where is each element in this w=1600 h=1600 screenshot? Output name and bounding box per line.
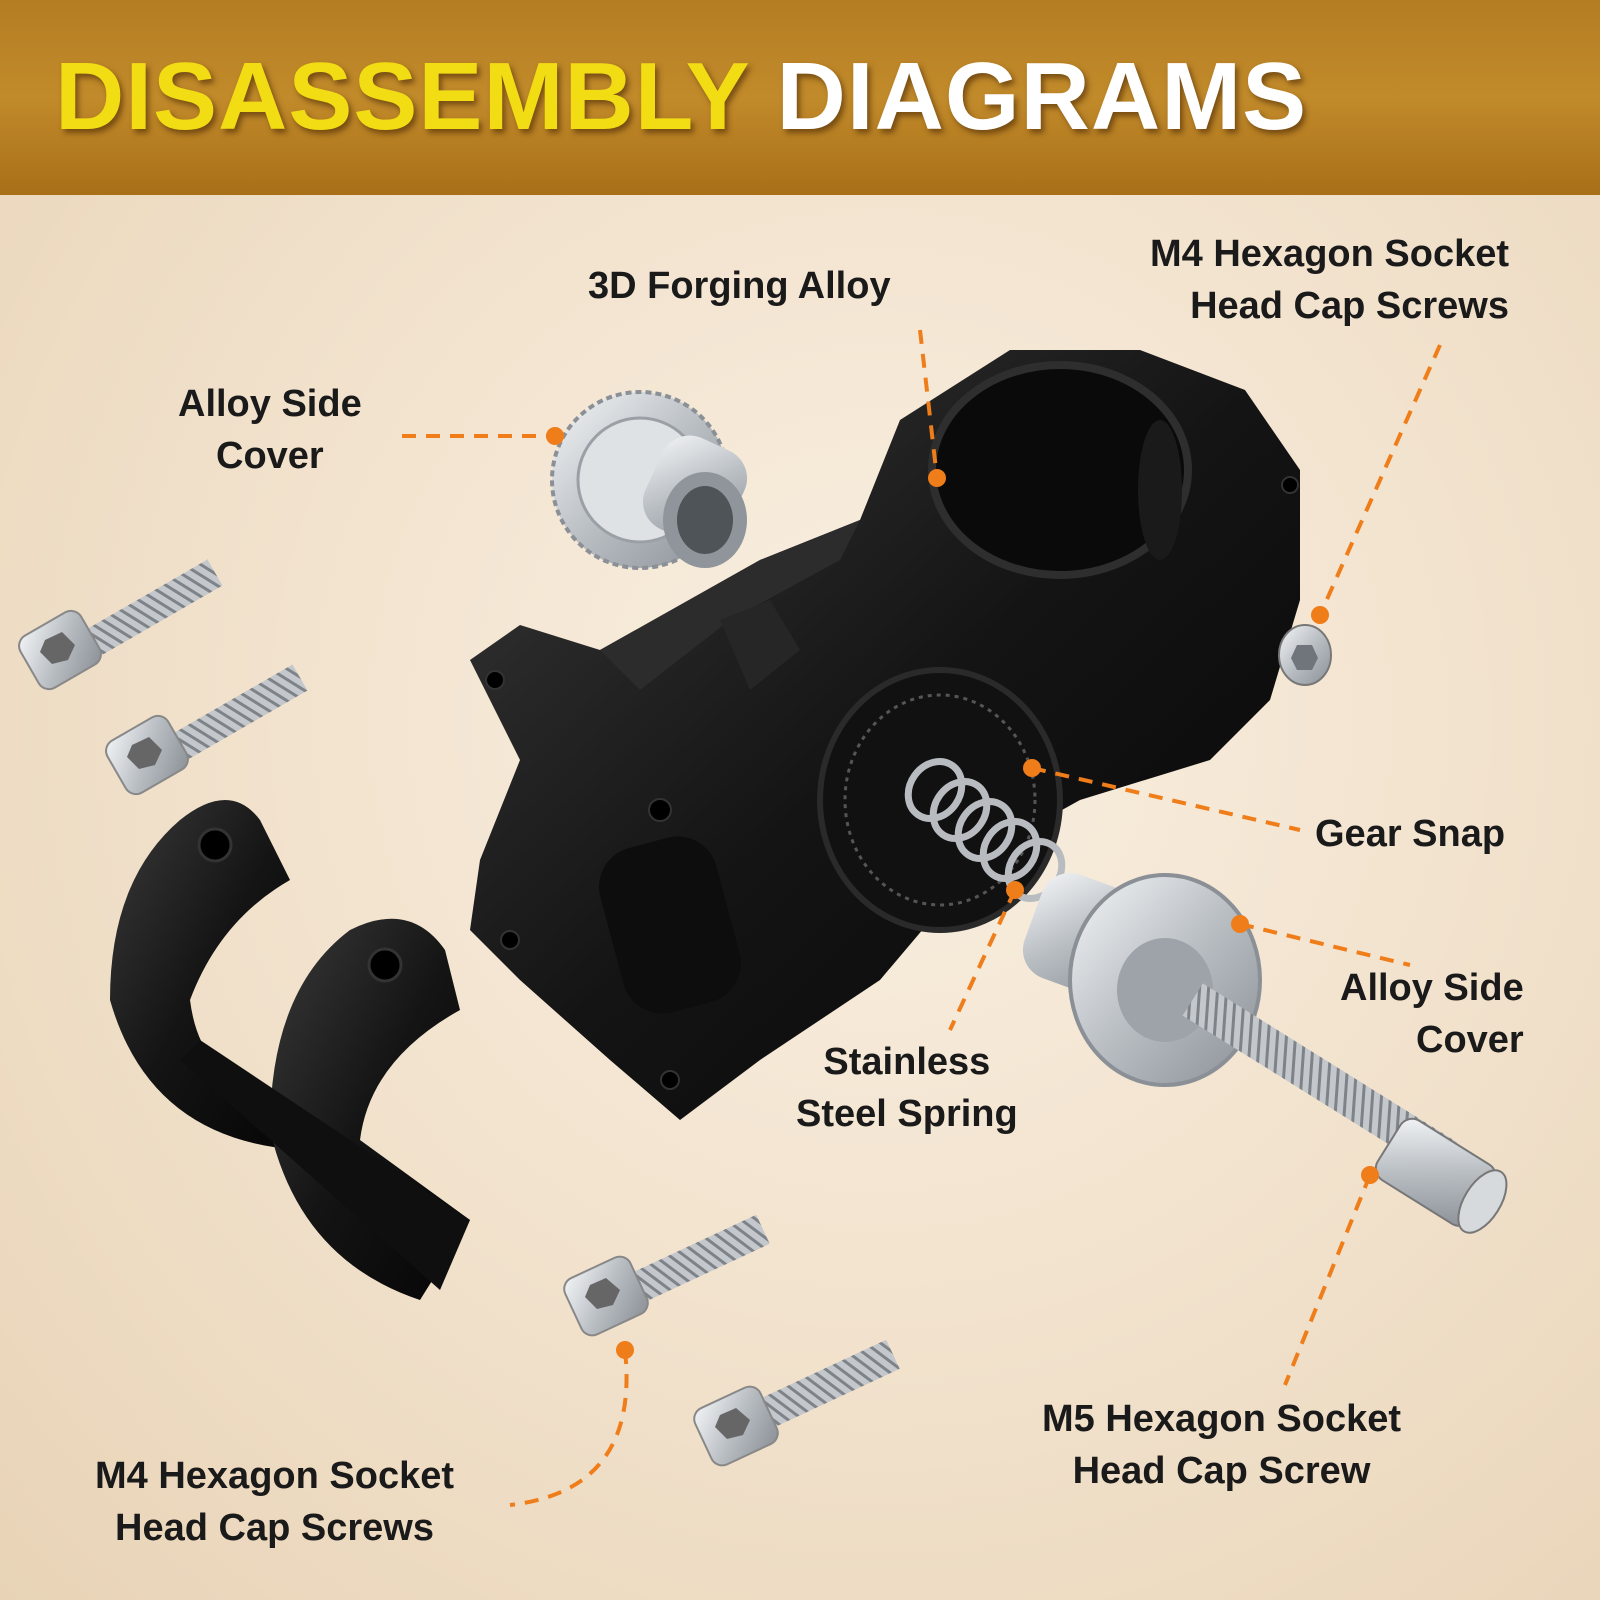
label-alloy-side-cover-left: Alloy Side Cover [178, 383, 362, 477]
label-3d-forging-alloy: 3D Forging Alloy [588, 265, 891, 307]
title-word-diagrams: DIAGRAMS [776, 43, 1308, 150]
alloy-side-cover-right [1022, 872, 1262, 1087]
spring [904, 758, 1066, 902]
leader-m4-bottom [509, 1349, 629, 1507]
stem-body [470, 350, 1300, 1120]
leader-m5 [1283, 1174, 1372, 1386]
side-bolt-head [1278, 624, 1332, 686]
m4-screw-top-1 [18, 559, 223, 691]
m4-screw-top-2 [105, 664, 308, 796]
title-banner [0, 0, 1600, 195]
title-word-disassembly: DISASSEMBLY [55, 43, 749, 150]
m4-screw-bottom-1 [563, 1214, 770, 1337]
leader-forging [918, 329, 939, 479]
page-title: DISASSEMBLY DIAGRAMS [55, 42, 1307, 152]
m5-screw [1182, 983, 1508, 1234]
leader-lines [402, 329, 1442, 1507]
alloy-side-cover-top [550, 390, 748, 570]
leader-side-cover-right [1239, 922, 1411, 967]
label-m4-screws-top: M4 Hexagon Socket Head Cap Screws [1150, 233, 1509, 327]
label-stainless-steel-spring: Stainless Steel Spring [796, 1041, 1018, 1135]
m4-screw-bottom-2 [693, 1339, 900, 1467]
leader-gear-snap [1031, 766, 1301, 832]
label-m5-screw: M5 Hexagon Socket Head Cap Screw [1042, 1398, 1401, 1492]
label-alloy-side-cover-right: Alloy Side Cover [1340, 967, 1524, 1061]
leader-dots [546, 427, 1379, 1359]
label-m4-screws-bottom: M4 Hexagon Socket Head Cap Screws [95, 1455, 454, 1549]
handlebar-clamp [110, 800, 470, 1300]
leader-m4-top [1318, 344, 1442, 616]
leader-spring [948, 889, 1017, 1031]
label-gear-snap: Gear Snap [1315, 813, 1506, 855]
